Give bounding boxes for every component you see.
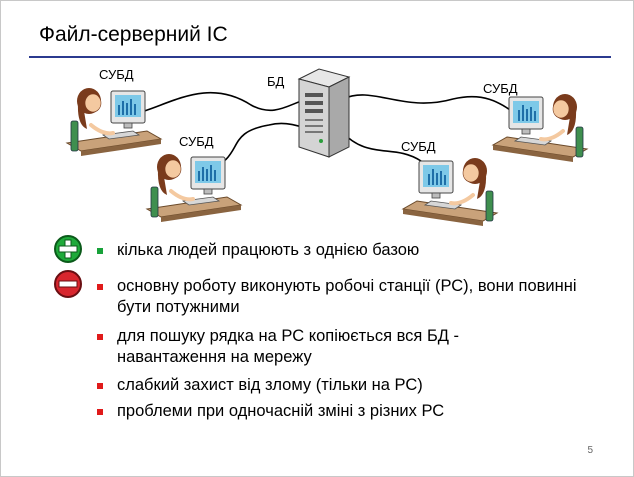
slide-title: Файл-серверний ІС: [39, 23, 228, 46]
con-bullet-marker: [97, 284, 103, 290]
con-item: проблеми при одночасній зміні з різних Р…: [117, 402, 445, 420]
pro-bullet-marker: [97, 248, 103, 254]
con-bullet-marker: [97, 334, 103, 340]
con-bullet-marker: [97, 383, 103, 389]
user-at-computer-icon: [401, 156, 499, 228]
db-label: БД: [267, 74, 285, 89]
con-bullet-marker: [97, 409, 103, 415]
user-at-computer-icon: [491, 92, 589, 164]
title-divider: [29, 56, 611, 58]
minus-badge-icon: [54, 270, 82, 298]
server-tower-icon: [297, 68, 351, 158]
pro-item: кілька людей працюють з однією базою: [117, 241, 420, 259]
client-label-2: СУБД: [179, 134, 214, 149]
user-at-computer-icon: [145, 152, 243, 224]
page-number: 5: [587, 445, 593, 456]
client-label-3: СУБД: [401, 139, 436, 154]
network-diagram: [65, 68, 589, 228]
client-label-1: СУБД: [99, 67, 134, 82]
con-item: для пошуку рядка на РС копіюється вся БД…: [117, 327, 460, 366]
cable-1: [118, 91, 310, 118]
plus-badge-icon: [54, 235, 82, 263]
con-item: основну роботу виконують робочі станції …: [117, 277, 577, 316]
con-item: слабкий захист від злому (тільки на РС): [117, 376, 423, 394]
cable-3: [342, 94, 532, 124]
user-at-computer-icon: [65, 86, 163, 158]
client-label-4: СУБД: [483, 81, 518, 96]
